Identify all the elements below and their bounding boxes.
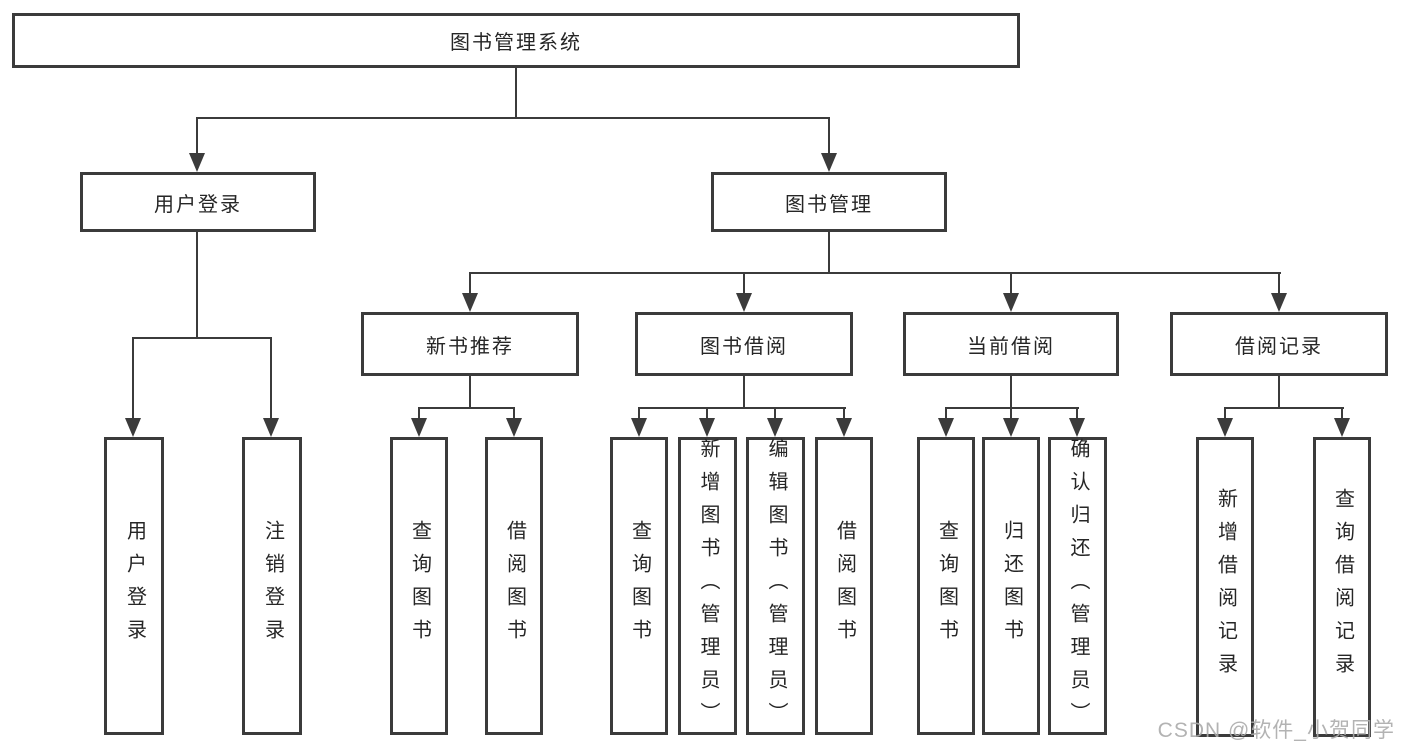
leaf-query-books-borrow-label: 查询图书 bbox=[628, 520, 651, 652]
connector-line bbox=[1010, 376, 1012, 409]
connector-line bbox=[706, 407, 708, 420]
arrow-down bbox=[836, 418, 852, 437]
node-user-login: 用户登录 bbox=[80, 172, 316, 232]
connector-line bbox=[132, 337, 134, 419]
connector-line bbox=[945, 407, 1079, 409]
connector-line bbox=[1278, 376, 1280, 409]
leaf-confirm-return-admin: 确认归还（管理员） bbox=[1048, 437, 1107, 735]
watermark-text: CSDN @软件_小贺同学 bbox=[1157, 719, 1395, 742]
node-book-borrow-label: 图书借阅 bbox=[700, 335, 788, 358]
connector-line bbox=[515, 68, 517, 119]
connector-line bbox=[743, 272, 745, 295]
leaf-edit-book-admin: 编辑图书（管理员） bbox=[746, 437, 805, 735]
arrow-down bbox=[263, 418, 279, 437]
connector-line bbox=[843, 407, 845, 420]
connector-line bbox=[828, 232, 830, 274]
leaf-logout-label: 注销登录 bbox=[261, 520, 284, 652]
connector-line bbox=[1341, 407, 1343, 420]
leaf-query-books-borrow: 查询图书 bbox=[610, 437, 668, 735]
connector-line bbox=[638, 407, 846, 409]
connector-line bbox=[1224, 407, 1226, 420]
node-new-book-recommend-label: 新书推荐 bbox=[426, 335, 514, 358]
leaf-user-login-label: 用户登录 bbox=[123, 520, 146, 652]
leaf-borrow-books: 借阅图书 bbox=[815, 437, 873, 735]
connector-line bbox=[469, 272, 1281, 274]
leaf-add-borrow-record: 新增借阅记录 bbox=[1196, 437, 1254, 737]
connector-line bbox=[1224, 407, 1344, 409]
node-borrow-records-label: 借阅记录 bbox=[1235, 335, 1323, 358]
connector-line bbox=[1278, 272, 1280, 295]
leaf-query-books-recommend-label: 查询图书 bbox=[408, 520, 431, 652]
leaf-borrow-books-label: 借阅图书 bbox=[833, 520, 856, 652]
arrow-down bbox=[506, 418, 522, 437]
connector-line bbox=[774, 407, 776, 420]
leaf-add-borrow-record-label: 新增借阅记录 bbox=[1214, 488, 1237, 686]
arrow-down bbox=[1334, 418, 1350, 437]
arrow-down bbox=[1271, 293, 1287, 312]
connector-line bbox=[1010, 272, 1012, 295]
connector-line bbox=[1010, 407, 1012, 420]
connector-line bbox=[828, 117, 830, 156]
leaf-query-borrow-record: 查询借阅记录 bbox=[1313, 437, 1371, 737]
connector-line bbox=[469, 272, 471, 295]
connector-line bbox=[1076, 407, 1078, 420]
arrow-down bbox=[1003, 293, 1019, 312]
node-root: 图书管理系统 bbox=[12, 13, 1020, 68]
leaf-add-book-admin: 新增图书（管理员） bbox=[678, 437, 737, 735]
connector-line bbox=[945, 407, 947, 420]
leaf-query-books-recommend: 查询图书 bbox=[390, 437, 448, 735]
leaf-borrow-books-recommend: 借阅图书 bbox=[485, 437, 543, 735]
arrow-down bbox=[767, 418, 783, 437]
leaf-query-books-current-label: 查询图书 bbox=[935, 520, 958, 652]
connector-line bbox=[270, 337, 272, 419]
leaf-edit-book-admin-label: 编辑图书（管理员） bbox=[765, 437, 787, 735]
arrow-down bbox=[411, 418, 427, 437]
connector-line bbox=[196, 117, 830, 119]
node-book-management: 图书管理 bbox=[711, 172, 947, 232]
leaf-query-borrow-record-label: 查询借阅记录 bbox=[1331, 488, 1354, 686]
arrow-down bbox=[631, 418, 647, 437]
connector-line bbox=[418, 407, 515, 409]
connector-line bbox=[513, 407, 515, 420]
node-current-borrow-label: 当前借阅 bbox=[967, 335, 1055, 358]
arrow-down bbox=[1217, 418, 1233, 437]
connector-line bbox=[418, 407, 420, 420]
leaf-user-login: 用户登录 bbox=[104, 437, 164, 735]
leaf-query-books-current: 查询图书 bbox=[917, 437, 975, 735]
node-current-borrow: 当前借阅 bbox=[903, 312, 1119, 376]
connector-line bbox=[196, 232, 198, 338]
connector-line bbox=[196, 117, 198, 156]
arrow-down bbox=[736, 293, 752, 312]
leaf-confirm-return-admin-label: 确认归还（管理员） bbox=[1067, 437, 1089, 735]
leaf-borrow-books-recommend-label: 借阅图书 bbox=[503, 520, 526, 652]
arrow-down bbox=[1069, 418, 1085, 437]
arrow-down bbox=[938, 418, 954, 437]
node-borrow-records: 借阅记录 bbox=[1170, 312, 1388, 376]
connector-line bbox=[469, 376, 471, 409]
connector-line bbox=[743, 376, 745, 409]
connector-line bbox=[132, 337, 272, 339]
node-new-book-recommend: 新书推荐 bbox=[361, 312, 579, 376]
node-root-label: 图书管理系统 bbox=[450, 32, 582, 54]
node-user-login-label: 用户登录 bbox=[154, 193, 242, 216]
arrow-down bbox=[462, 293, 478, 312]
arrow-down bbox=[699, 418, 715, 437]
leaf-return-book-label: 归还图书 bbox=[1000, 520, 1023, 652]
arrow-down bbox=[1003, 418, 1019, 437]
leaf-logout: 注销登录 bbox=[242, 437, 302, 735]
arrow-down bbox=[189, 153, 205, 172]
node-book-borrow: 图书借阅 bbox=[635, 312, 853, 376]
connector-line bbox=[638, 407, 640, 420]
arrow-down bbox=[125, 418, 141, 437]
leaf-add-book-admin-label: 新增图书（管理员） bbox=[697, 437, 719, 735]
node-book-management-label: 图书管理 bbox=[785, 193, 873, 216]
leaf-return-book: 归还图书 bbox=[982, 437, 1040, 735]
arrow-down bbox=[821, 153, 837, 172]
